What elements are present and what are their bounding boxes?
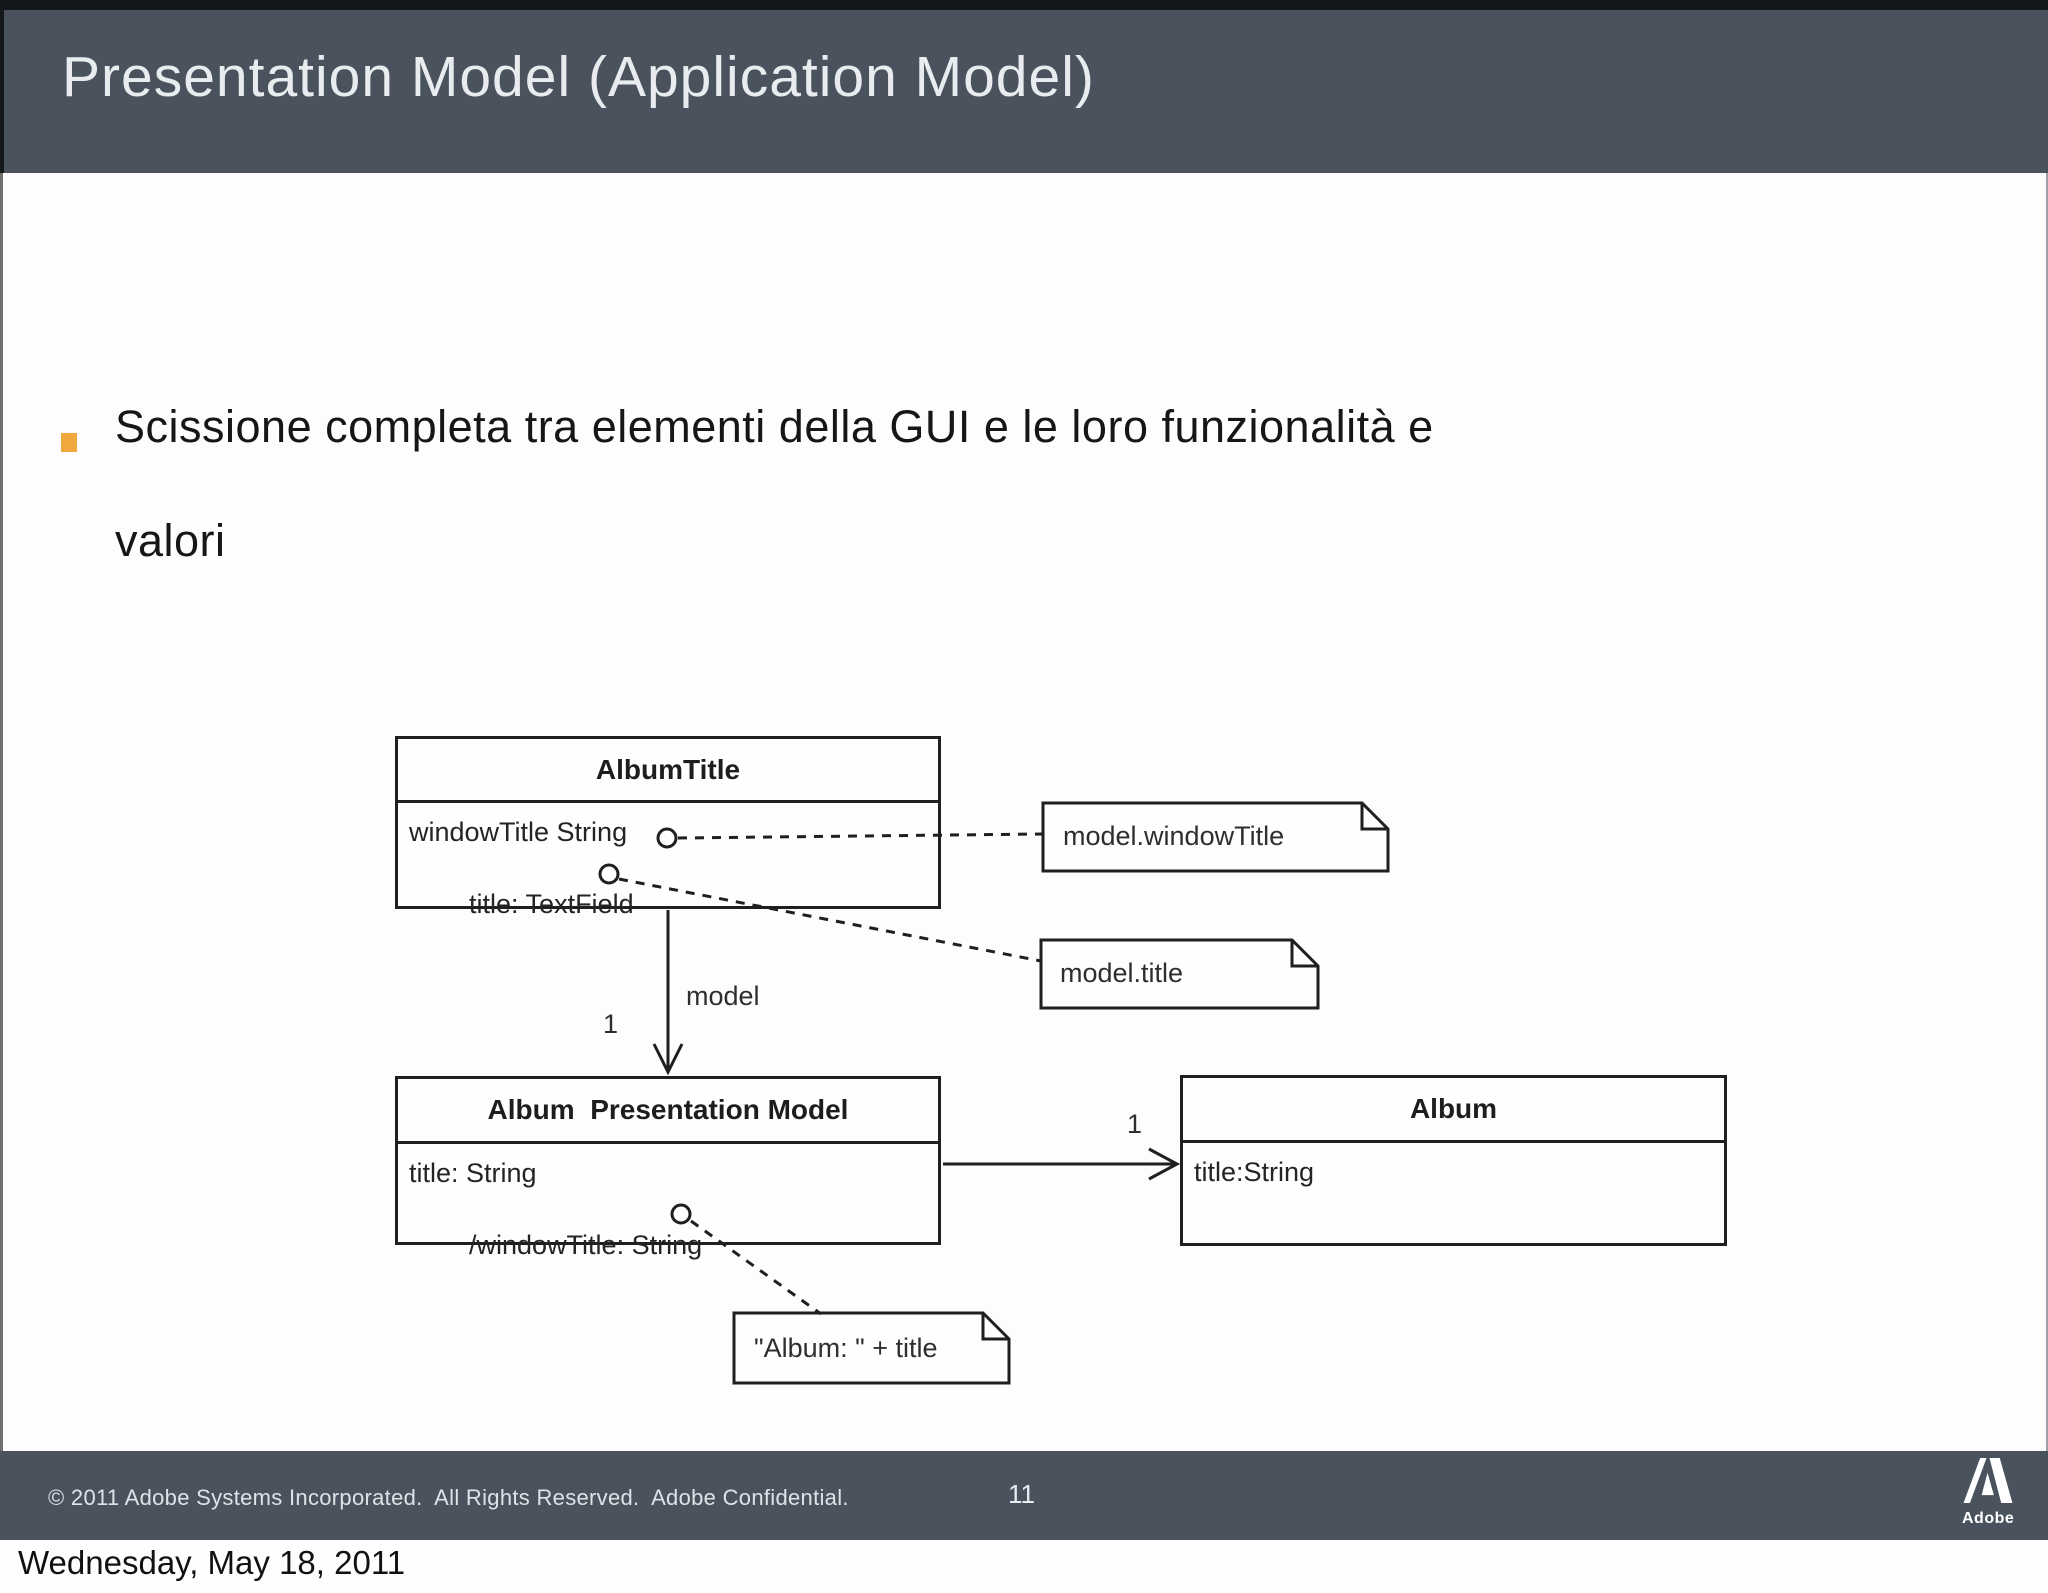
note-model-windowtitle-text: model.windowTitle [1063,821,1285,851]
page-number: 11 [1008,1479,1035,1509]
uml-class-name: Album [1183,1078,1724,1143]
edge-multiplicity-2: 1 [1127,1109,1143,1139]
uml-class-attributes: title:String [1183,1143,1724,1226]
note-model-title-text: model.title [1060,958,1184,988]
note-fold-icon [981,1313,1009,1341]
uml-attribute: title:String [1194,1157,1315,1187]
slide-body: Scissione completa tra elementi della GU… [0,173,2048,1451]
date-text: Wednesday, May 18, 2011 [18,1544,406,1581]
adobe-logo-label: Adobe [1962,1510,2015,1527]
copyright-text: © 2011 Adobe Systems Incorporated. All R… [48,1485,849,1510]
note-fold-icon [1290,940,1318,968]
uml-class-albumtitle: AlbumTitle windowTitle String title: Tex… [395,736,941,919]
edge-multiplicity-1: 1 [603,1009,619,1039]
uml-attribute: title: TextField [469,889,634,919]
uml-attribute: /windowTitle: String [469,1230,703,1260]
uml-class-attributes: title: String /windowTitle: String [398,1144,938,1299]
bullet-marker-icon [61,433,77,452]
date-strip: Wednesday, May 18, 2011 [0,1540,2048,1593]
uml-attribute: title: String [409,1158,537,1188]
uml-class-attributes: windowTitle String title: TextField [398,803,938,958]
uml-class-name: Album Presentation Model [398,1079,938,1144]
uml-class-album-presentation-model: Album Presentation Model title: String /… [395,1076,941,1260]
arrowhead-right-icon [1148,1147,1181,1181]
bullet-text-line-1: Scissione completa tra elementi della GU… [115,401,1434,452]
uml-class-name: AlbumTitle [398,739,938,803]
slide-header: Presentation Model (Application Model) [0,10,2048,173]
slide-footer: © 2011 Adobe Systems Incorporated. All R… [0,1451,2048,1540]
top-border [0,0,2048,10]
slide-title: Presentation Model (Application Model) [62,45,1095,109]
note-album-title-text: "Album: " + title [754,1333,938,1363]
uml-class-album: Album title:String [1180,1075,1727,1246]
adobe-logo: Adobe [1962,1458,2014,1528]
uml-edges-layer [598,801,1390,1385]
bullet-text-line-2: valori [115,515,226,566]
note-fold-icon [1360,803,1388,831]
uml-attribute: windowTitle String [409,817,628,847]
adobe-a-icon [1963,1458,2013,1503]
edge-label-model: model [686,981,760,1011]
arrowhead-down-icon [652,1043,684,1076]
